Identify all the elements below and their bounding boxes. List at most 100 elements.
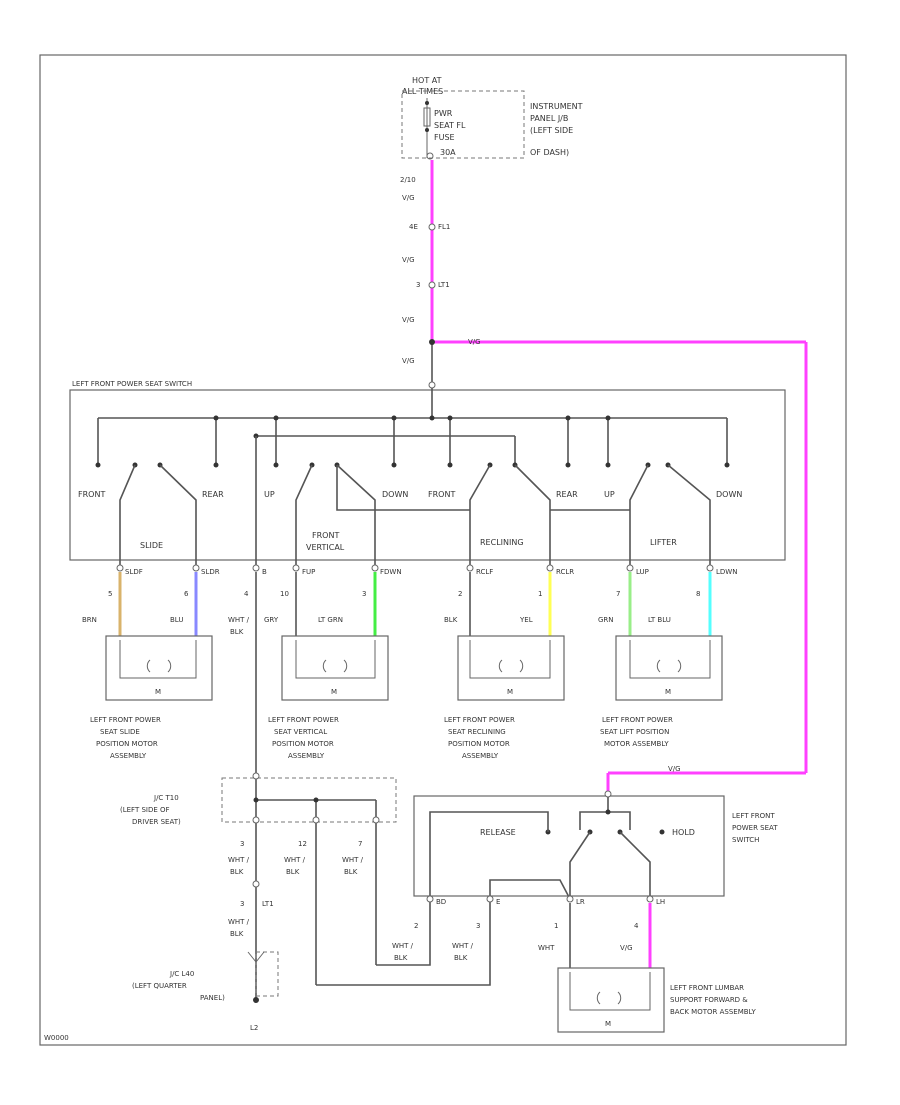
motor-vertical-label-4: ASSEMBLY: [288, 752, 325, 760]
ground-wire-b2: BLK: [286, 868, 300, 876]
wire-label-grn: GRN: [598, 616, 614, 624]
motor-lift-label-2: SEAT LIFT POSITION: [600, 728, 669, 736]
pin-num-5: 5: [108, 590, 112, 598]
motor-vertical-circuit: [295, 640, 376, 679]
wire-label-wht: WHT /: [228, 616, 250, 624]
junction-t10: J/C T10 (LEFT SIDE OF DRIVER SEAT) 3 12 …: [120, 772, 397, 985]
lumbar-lever-right: [619, 831, 651, 899]
pin-rclr: RCLR: [556, 568, 574, 576]
lumbar-terminals: [426, 895, 654, 903]
lumbar-motor-label-2: SUPPORT FORWARD &: [670, 996, 748, 1004]
fuse-icon: [423, 107, 431, 127]
junction-t10-label-3: DRIVER SEAT): [132, 818, 181, 826]
trunk-wire-2: V/G: [402, 256, 415, 264]
lumbar-bd-wire: [429, 811, 549, 899]
trunk-conn-2b: FL1: [438, 223, 450, 231]
ground-icon: [253, 997, 259, 1003]
motor-lift-icon: [656, 659, 682, 673]
ground-jc-outline: [255, 951, 279, 997]
ground-wire-d1: WHT /: [228, 918, 250, 926]
trunk-conn-icon-2: [428, 223, 436, 231]
motor-vertical: M LEFT FRONT POWER SEAT VERTICAL POSITIO…: [268, 635, 389, 760]
lumbar-wire-r1: WHT: [538, 944, 555, 952]
fuse-node-top: [425, 101, 429, 105]
motor-vertical-label-1: LEFT FRONT POWER: [268, 716, 339, 724]
junction-block-outline: [401, 90, 525, 159]
pin-fdwn: FDWN: [380, 568, 402, 576]
motor-reclining-circuit: [469, 640, 551, 679]
pin-num-10: 10: [280, 590, 289, 598]
bus-drops: [97, 418, 728, 465]
wire-label-lt-grn: LT GRN: [318, 616, 343, 624]
motor-vertical-symbol: M: [331, 688, 337, 696]
label-recl-rear: REAR: [556, 490, 578, 499]
motor-slide-symbol: M: [155, 688, 161, 696]
ground-wire-a2: BLK: [230, 868, 244, 876]
group-reclining: RECLINING: [480, 538, 524, 547]
ground-jc-icon: [247, 951, 265, 963]
lumbar-num-r2: 4: [634, 922, 639, 930]
group-front-vertical-2: VERTICAL: [306, 543, 345, 552]
wire-label-gry: GRY: [264, 616, 279, 624]
junction-t10-outline: [221, 777, 397, 823]
lumbar-motor-circuit: [569, 972, 651, 1011]
pin-b: B: [262, 568, 267, 576]
ground-jc-label-3: PANEL): [200, 994, 225, 1002]
ground-wire-c1: WHT /: [342, 856, 364, 864]
wire-label-yel: YEL: [519, 616, 533, 624]
motor-reclining-label-1: LEFT FRONT POWER: [444, 716, 515, 724]
junction-t10-out-1: [252, 816, 260, 824]
ground-jc-label-1: J/C L40: [169, 970, 194, 978]
motor-slide-label-1: LEFT FRONT POWER: [90, 716, 161, 724]
junction-pin-7: 7: [358, 840, 362, 848]
ground-label-l2: L2: [250, 1024, 258, 1032]
panel-label-2: PANEL J/B: [530, 114, 568, 123]
wire-label-blu: BLU: [170, 616, 183, 624]
wire-label-blk: BLK: [230, 628, 244, 636]
pin-num-2: 2: [458, 590, 462, 598]
pin-num-3: 3: [362, 590, 366, 598]
junction-pin-12: 12: [298, 840, 307, 848]
motor-slide-label-3: POSITION MOTOR: [96, 740, 158, 748]
motor-slide: M LEFT FRONT POWER SEAT SLIDE POSITION M…: [90, 635, 213, 760]
junction-t10-label-1: J/C T10: [153, 794, 179, 802]
motor-lift-symbol: M: [665, 688, 671, 696]
ground-circuit: WHT / BLK WHT / BLK WHT / BLK 3 LT1 WHT …: [132, 856, 571, 1032]
ground-wire-c2: BLK: [344, 868, 358, 876]
panel-label-4: OF DASH): [530, 148, 569, 157]
lumbar-feed-b: [608, 811, 631, 830]
lumbar-pin-bd: BD: [436, 898, 446, 906]
label-lift-up: UP: [604, 490, 615, 499]
motor-lift-label-3: MOTOR ASSEMBLY: [604, 740, 669, 748]
motor-reclining-icon: [498, 659, 524, 673]
lumbar-lever-left: [569, 831, 591, 899]
lumbar-pin-lh: LH: [656, 898, 665, 906]
bus-nodes: [213, 415, 611, 421]
motor-slide-label-2: SEAT SLIDE: [100, 728, 140, 736]
main-trunk: 2/10 V/G 4E FL1 V/G 3 LT1 V/G V/G V/G V/…: [400, 160, 808, 792]
pin-fup: FUP: [302, 568, 315, 576]
trunk-conn-2: 4E: [409, 223, 418, 231]
motor-wires: BRN BLU WHT / BLK GRY LT GRN BLK YEL GRN…: [82, 572, 712, 1000]
junction-t10-node-2: [313, 797, 319, 803]
junction-t10-label-2: (LEFT SIDE OF: [120, 806, 170, 814]
lumbar-title-3: SWITCH: [732, 836, 759, 844]
ground-return-wire: [316, 879, 571, 986]
trunk-wire-4: V/G: [402, 357, 415, 365]
ground-conn-name: LT1: [262, 900, 274, 908]
junction-pin-3: 3: [240, 840, 244, 848]
wire-label-lt-blu: LT BLU: [648, 616, 671, 624]
fuse-label-3: FUSE: [434, 133, 455, 142]
motor-lift: M LEFT FRONT POWER SEAT LIFT POSITION MO…: [600, 635, 723, 748]
motor-reclining-symbol: M: [507, 688, 513, 696]
junction-t10-out-3: [372, 816, 380, 824]
pin-num-7: 7: [616, 590, 620, 598]
panel-label-1: INSTRUMENT: [530, 102, 583, 111]
lumbar-title-2: POWER SEAT: [732, 824, 778, 832]
trunk-wire-1: V/G: [402, 194, 415, 202]
ground-jc-label-2: (LEFT QUARTER: [132, 982, 187, 990]
label-vert-up: UP: [264, 490, 275, 499]
lumbar-pin-lr: LR: [576, 898, 585, 906]
motor-reclining-label-2: SEAT RECLINING: [448, 728, 506, 736]
